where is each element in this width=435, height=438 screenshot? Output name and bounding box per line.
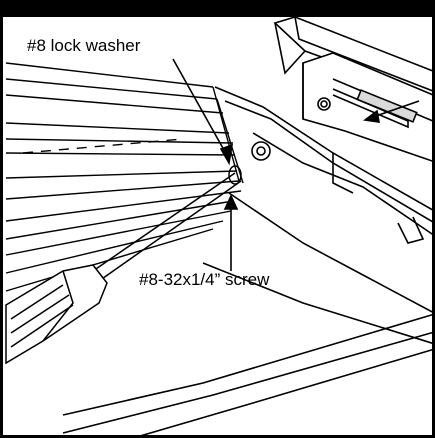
arrow-icon [172,58,234,166]
arrow-icon [362,100,420,123]
header-bar [3,3,432,17]
screwdriver-icon [5,165,242,365]
tray-body [62,86,432,435]
arrow-icon [223,194,239,271]
mounting-bracket [273,16,432,162]
assembly-drawing [5,16,432,435]
extrusion-rail [5,62,244,292]
screw-label: #8-32x1/4” screw [139,270,270,289]
lock-washer-label: #8 lock washer [27,36,141,55]
